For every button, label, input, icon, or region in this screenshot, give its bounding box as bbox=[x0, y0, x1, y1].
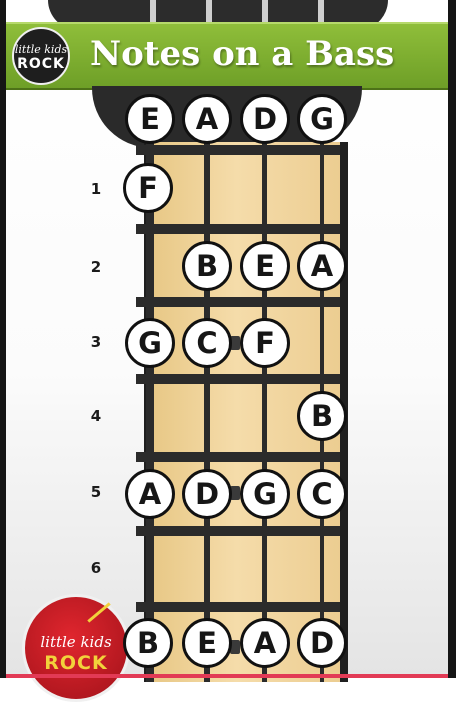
fret-number-6: 6 bbox=[90, 559, 102, 577]
note-fret7-string-e: B bbox=[123, 618, 173, 668]
brand-badge-logo: little kids ROCK bbox=[22, 594, 130, 702]
left-border bbox=[0, 0, 6, 678]
note-open-string-e: E bbox=[125, 94, 175, 144]
title-banner: little kids ROCK Notes on a Bass bbox=[6, 22, 448, 90]
note-fret3-string-a: C bbox=[182, 318, 232, 368]
note-fret5-string-g: C bbox=[297, 469, 347, 519]
fret-wire bbox=[136, 145, 340, 155]
fret-inlay bbox=[230, 640, 240, 654]
note-fret7-string-g: D bbox=[297, 618, 347, 668]
right-border bbox=[448, 0, 456, 678]
note-fret2-string-a: B bbox=[182, 241, 232, 291]
note-fret4-string-g: B bbox=[297, 391, 347, 441]
fret-number-4: 4 bbox=[90, 407, 102, 425]
badge-line1: little kids bbox=[40, 633, 112, 651]
note-fret5-string-a: D bbox=[182, 469, 232, 519]
fret-number-2: 2 bbox=[90, 258, 102, 276]
string-a bbox=[204, 142, 210, 682]
note-fret2-string-g: A bbox=[297, 241, 347, 291]
note-fret2-string-d: E bbox=[240, 241, 290, 291]
fret-number-5: 5 bbox=[90, 483, 102, 501]
fret-inlay bbox=[230, 486, 240, 500]
badge-line2: ROCK bbox=[44, 652, 108, 674]
note-fret1-string-e: F bbox=[123, 163, 173, 213]
note-open-string-a: A bbox=[182, 94, 232, 144]
tuning-peg bbox=[318, 0, 324, 26]
guitar-icon bbox=[87, 602, 111, 623]
note-fret3-string-e: G bbox=[125, 318, 175, 368]
fret-wire bbox=[136, 374, 340, 384]
note-open-string-d: D bbox=[240, 94, 290, 144]
note-open-string-g: G bbox=[297, 94, 347, 144]
logo-line1: little kids bbox=[14, 43, 68, 56]
tuning-peg bbox=[150, 0, 156, 26]
fret-wire bbox=[136, 452, 340, 462]
fret-number-3: 3 bbox=[90, 333, 102, 351]
string-d bbox=[262, 142, 267, 682]
fret-wire bbox=[136, 602, 340, 612]
note-fret5-string-d: G bbox=[240, 469, 290, 519]
fret-wire bbox=[136, 297, 340, 307]
fret-wire bbox=[136, 526, 340, 536]
note-fret7-string-d: A bbox=[240, 618, 290, 668]
fret-wire bbox=[136, 224, 340, 234]
fret-number-1: 1 bbox=[90, 180, 102, 198]
logo-line2: ROCK bbox=[17, 56, 65, 72]
tuning-peg bbox=[206, 0, 212, 26]
string-e bbox=[146, 142, 154, 682]
tuning-peg bbox=[262, 0, 268, 26]
brand-logo: little kids ROCK bbox=[12, 27, 70, 85]
note-fret5-string-e: A bbox=[125, 469, 175, 519]
note-fret3-string-d: F bbox=[240, 318, 290, 368]
fret-inlay bbox=[230, 336, 240, 350]
progress-bar bbox=[6, 674, 448, 678]
page-title: Notes on a Bass bbox=[90, 34, 395, 74]
note-fret7-string-a: E bbox=[182, 618, 232, 668]
